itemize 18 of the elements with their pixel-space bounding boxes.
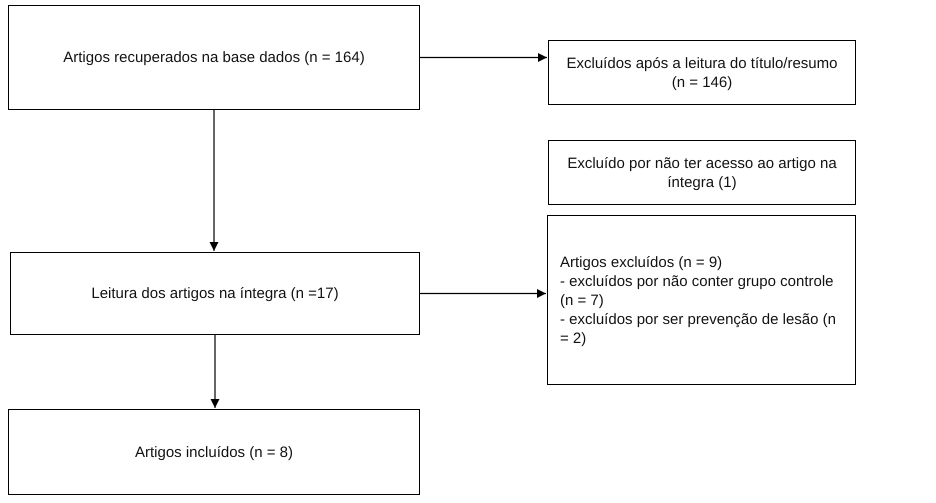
arrow bbox=[210, 335, 220, 408]
process-box bbox=[547, 215, 856, 385]
arrow bbox=[420, 53, 547, 62]
box-text: Artigos excluídos (n = 9) bbox=[560, 252, 722, 272]
box-text: Artigos recuperados na base dados (n = 164) bbox=[63, 48, 365, 67]
box-text: Excluído por não ter acesso ao artigo na íntegra (1) bbox=[566, 154, 838, 192]
box-text: Artigos incluídos (n = 8) bbox=[135, 442, 293, 462]
process-box bbox=[548, 140, 856, 205]
box-text: - excluídos por não conter grupo controle (n = 7) bbox=[560, 272, 834, 310]
arrow bbox=[210, 110, 218, 251]
box-text: - excluídos por ser prevenção de lesão (n = 2) bbox=[560, 310, 837, 348]
arrow bbox=[420, 289, 546, 298]
process-box bbox=[548, 40, 856, 105]
process-box bbox=[8, 409, 420, 495]
box-text: Leitura dos artigos na íntegra (n =17) bbox=[91, 284, 339, 303]
process-box bbox=[8, 5, 420, 110]
process-box bbox=[10, 252, 420, 335]
box-text: Excluídos após a leitura do título/resumo (n = 146) bbox=[566, 54, 838, 92]
